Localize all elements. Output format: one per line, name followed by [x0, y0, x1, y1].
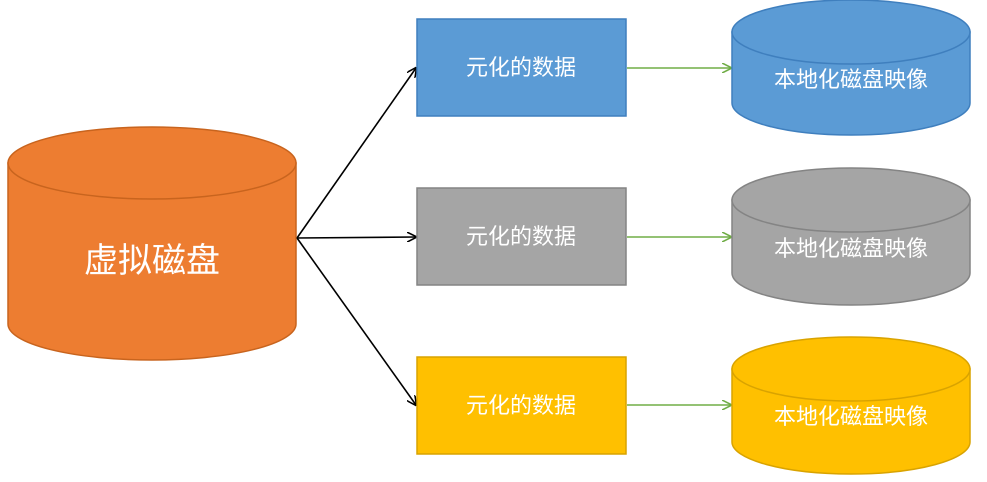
source-disk-label: 虚拟磁盘 [84, 241, 220, 281]
source-disk-body [7, 162, 297, 361]
arrow-to-box-3 [296, 237, 416, 405]
metadata-box-label: 元化的数据 [466, 394, 576, 419]
arrow-to-box-2 [296, 237, 416, 238]
source-arrows [296, 68, 416, 405]
row-2: 元化的数据 本地化磁盘映像 [416, 167, 971, 306]
image-disk-label: 本地化磁盘映像 [774, 68, 928, 93]
image-disk-label: 本地化磁盘映像 [774, 405, 928, 430]
source-disk: 虚拟磁盘 [7, 126, 297, 361]
metadata-box-label: 元化的数据 [466, 225, 576, 250]
image-disk-label: 本地化磁盘映像 [774, 237, 928, 262]
source-disk-top [7, 126, 297, 200]
arrow-to-box-1 [296, 68, 416, 239]
metadata-box [416, 18, 627, 117]
row-3: 元化的数据 本地化磁盘映像 [416, 336, 971, 475]
image-disk-top [731, 0, 971, 65]
metadata-box [416, 187, 627, 286]
metadata-box-label: 元化的数据 [466, 56, 576, 81]
image-disk-top [731, 167, 971, 233]
image-disk-top [731, 336, 971, 402]
row-1: 元化的数据 本地化磁盘映像 [416, 0, 971, 136]
metadata-box [416, 356, 627, 455]
